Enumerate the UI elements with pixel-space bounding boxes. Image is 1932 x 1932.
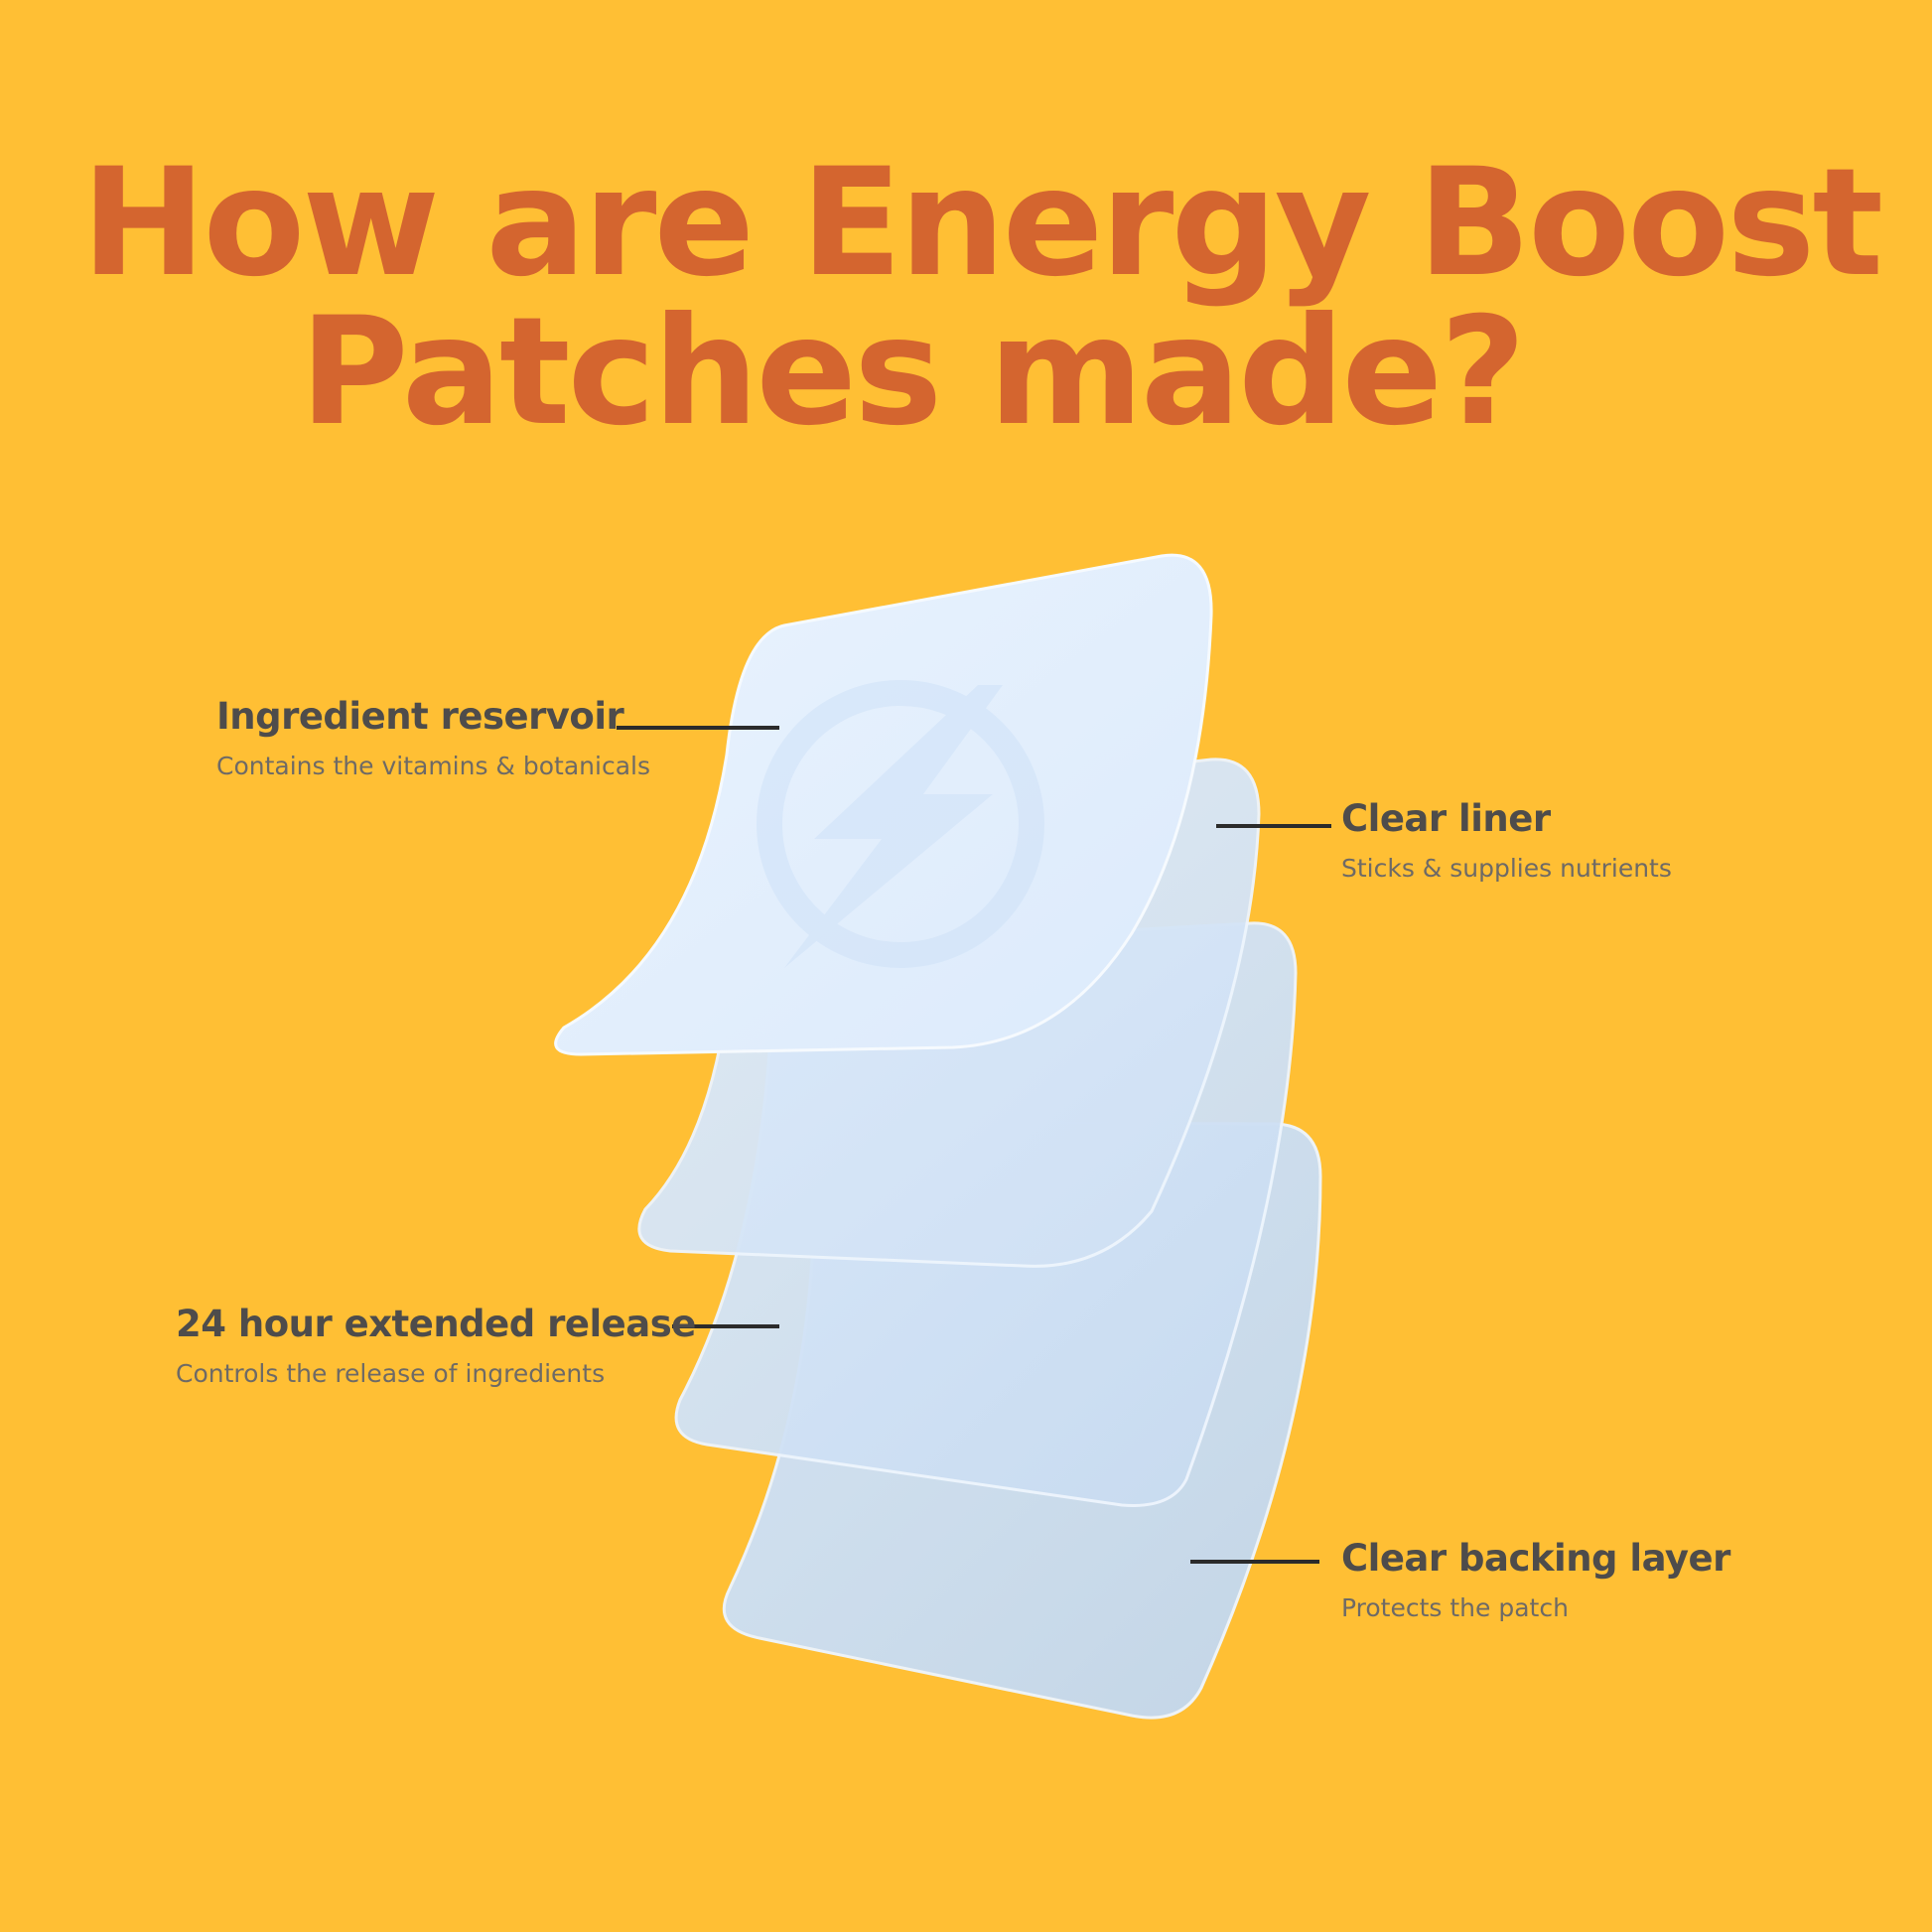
page-title: How are Energy Boost Patches made?	[0, 149, 1932, 447]
connector-line-liner	[1216, 824, 1331, 828]
connector-line-backing	[1190, 1560, 1319, 1564]
layer-name: Clear backing layer	[1341, 1537, 1730, 1580]
layer-description: Sticks & supplies nutrients	[1341, 854, 1672, 883]
page-title-line-2: Patches made?	[299, 286, 1526, 459]
layer-label-backing: Clear backing layer Protects the patch	[1341, 1537, 1730, 1622]
lightning-bolt-icon	[757, 680, 1044, 968]
layer-name: Clear liner	[1341, 797, 1551, 840]
layer-name: Ingredient reservoir	[216, 695, 624, 738]
layer-name: 24 hour extended release	[176, 1303, 696, 1345]
connector-line-reservoir	[617, 726, 779, 730]
layer-description: Controls the release of ingredients	[176, 1359, 606, 1388]
layer-description: Protects the patch	[1341, 1593, 1569, 1622]
connector-line-release	[672, 1324, 779, 1328]
page-title-line-1: How are Energy Boost	[80, 137, 1883, 310]
layer-label-reservoir: Ingredient reservoir Contains the vitami…	[216, 695, 650, 780]
layer-description: Contains the vitamins & botanicals	[216, 752, 650, 780]
layer-label-release: 24 hour extended release Controls the re…	[176, 1303, 696, 1388]
layer-label-liner: Clear liner Sticks & supplies nutrients	[1341, 797, 1672, 883]
